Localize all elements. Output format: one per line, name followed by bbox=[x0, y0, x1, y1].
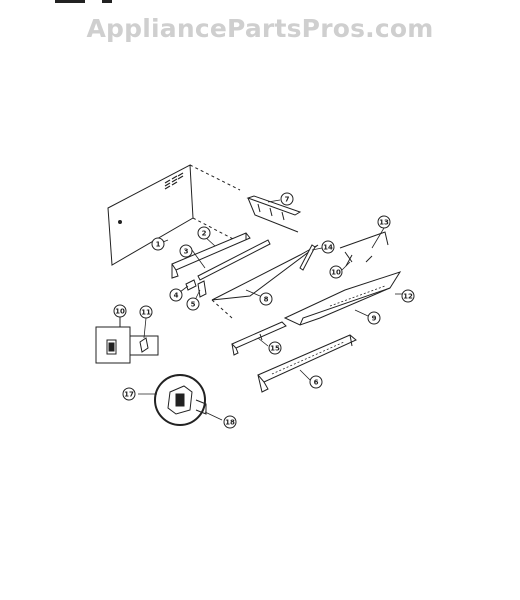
callout-15: 15 bbox=[268, 341, 282, 355]
callout-6: 6 bbox=[309, 375, 323, 389]
part-switch-inset bbox=[95, 317, 159, 364]
svg-text:9: 9 bbox=[372, 315, 377, 323]
callout-8: 8 bbox=[259, 292, 273, 306]
svg-text:8: 8 bbox=[264, 296, 269, 304]
callout-9: 9 bbox=[367, 311, 381, 325]
svg-text:12: 12 bbox=[403, 293, 413, 301]
callout-5: 5 bbox=[186, 297, 200, 311]
part-fitting-5 bbox=[197, 280, 207, 298]
part-trim-6 bbox=[257, 334, 357, 393]
top-edge-marks bbox=[55, 0, 112, 3]
callout-17: 17 bbox=[122, 387, 136, 401]
part-detail-circle bbox=[154, 374, 207, 426]
callout-1: 1 bbox=[151, 237, 165, 251]
callout-4: 4 bbox=[169, 288, 183, 302]
svg-text:16: 16 bbox=[0, 0, 10, 2]
callout-3: 3 bbox=[179, 244, 193, 258]
callout-2: 2 bbox=[197, 226, 211, 240]
part-panel-8 bbox=[211, 244, 319, 319]
part-rod-3 bbox=[197, 239, 271, 281]
svg-text:14: 14 bbox=[323, 244, 333, 252]
svg-text:10: 10 bbox=[331, 269, 341, 277]
svg-text:3: 3 bbox=[184, 248, 189, 256]
svg-text:18: 18 bbox=[225, 419, 235, 427]
svg-text:1: 1 bbox=[156, 241, 161, 249]
callout-10-left: 10 bbox=[113, 304, 127, 318]
part-rod-14 bbox=[299, 244, 316, 271]
svg-text:13: 13 bbox=[379, 219, 389, 227]
svg-text:11: 11 bbox=[141, 309, 151, 317]
watermark-text: AppliancePartsPros.com bbox=[86, 14, 434, 43]
svg-text:17: 17 bbox=[124, 391, 134, 399]
callout-12: 12 bbox=[401, 289, 415, 303]
part-rail-15 bbox=[231, 321, 287, 356]
svg-text:6: 6 bbox=[314, 379, 319, 387]
part-bracket-2 bbox=[171, 232, 251, 279]
callout-11: 11 bbox=[139, 305, 153, 319]
svg-text:5: 5 bbox=[191, 301, 196, 309]
svg-text:15: 15 bbox=[270, 345, 280, 353]
callout-13: 13 bbox=[377, 215, 391, 229]
part-back-panel bbox=[107, 164, 241, 266]
svg-text:4: 4 bbox=[174, 292, 179, 300]
part-bracket-7 bbox=[246, 195, 302, 233]
callout-10-right: 10 bbox=[329, 265, 343, 279]
callout-7: 7 bbox=[280, 192, 294, 206]
part-trim-9 bbox=[283, 271, 402, 326]
part-wires-13 bbox=[339, 231, 389, 267]
svg-text:10: 10 bbox=[115, 308, 125, 316]
part-fitting-4 bbox=[185, 279, 197, 291]
svg-text:7: 7 bbox=[285, 196, 290, 204]
callout-18: 18 bbox=[223, 415, 237, 429]
svg-text:2: 2 bbox=[202, 230, 207, 238]
callout-14: 14 bbox=[321, 240, 335, 254]
